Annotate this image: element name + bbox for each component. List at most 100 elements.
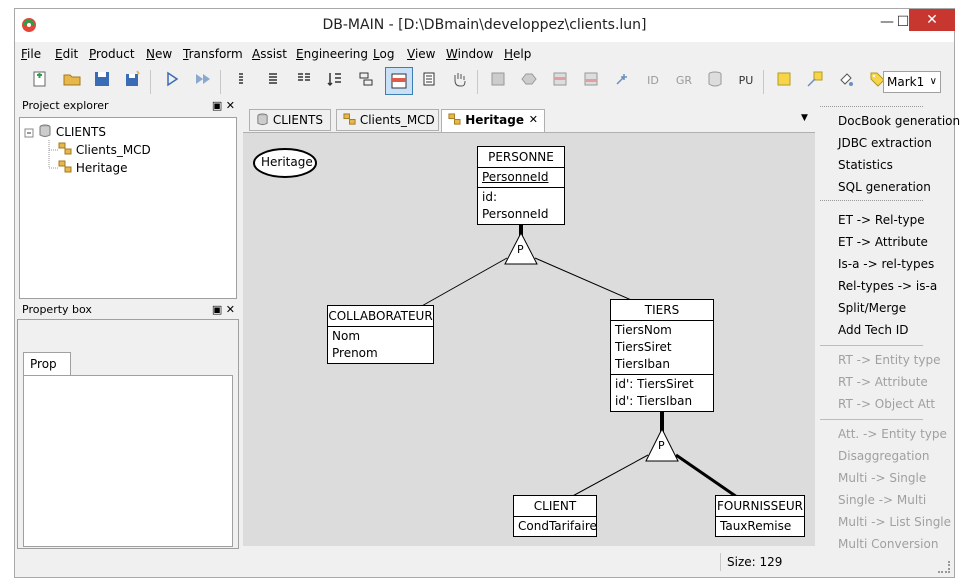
entity-name: CLIENT: [514, 496, 596, 517]
multi-to-single-button[interactable]: Multi -> Single: [838, 471, 927, 485]
new-group-button[interactable]: GR: [675, 74, 693, 87]
jdbc-extraction-button[interactable]: JDBC extraction: [838, 136, 932, 150]
new-id-button[interactable]: ID: [647, 74, 659, 87]
entity-attribute: TiersSiret: [615, 340, 672, 354]
menu-product[interactable]: Product: [89, 47, 135, 61]
new-pu-button[interactable]: PU: [738, 74, 754, 87]
entity-identifier: id': TiersSiret: [615, 377, 694, 391]
rt-to-entity-type-button[interactable]: RT -> Entity type: [838, 353, 941, 367]
toolbar: ID GR PU: [15, 66, 954, 98]
new-collection-icon[interactable]: [704, 70, 726, 92]
text-lines-icon[interactable]: [262, 70, 284, 92]
panel-separator: [820, 419, 923, 420]
entity-personne[interactable]: PERSONNE PersonneId id: PersonneId: [477, 146, 565, 225]
pane-buttons[interactable]: ▣ ✕: [211, 99, 235, 112]
rel-types-to-is-a-button[interactable]: Rel-types -> is-a: [838, 279, 938, 293]
property-box-header: Property box ▣ ✕: [17, 301, 239, 319]
menu-assist[interactable]: Assist: [252, 47, 288, 61]
new-entity-icon[interactable]: [487, 70, 509, 92]
sort-icon[interactable]: [324, 70, 346, 92]
entity-attribute: Nom: [332, 329, 361, 343]
entity-attribute: TiersIban: [615, 357, 670, 371]
sql-generation-button[interactable]: SQL generation: [838, 180, 931, 194]
schema-label: Heritage: [261, 155, 313, 169]
new-role-icon[interactable]: [611, 70, 633, 92]
multi-conversion-button[interactable]: Multi Conversion: [838, 537, 939, 548]
disaggregation-button[interactable]: Disaggregation: [838, 449, 930, 463]
fast-forward-icon[interactable]: [192, 70, 214, 92]
entity-collaborateur[interactable]: COLLABORATEUR Nom Prenom: [327, 305, 434, 364]
new-processing-unit-icon[interactable]: [580, 70, 602, 92]
tree-lines: [24, 128, 59, 169]
transform-panel: DocBook generation JDBC extraction Stati…: [818, 106, 960, 548]
align-left-icon[interactable]: [231, 70, 253, 92]
tree-node-label: CLIENTS: [55, 125, 106, 139]
resize-grip-icon[interactable]: [938, 561, 950, 573]
new-rel-type-icon[interactable]: [518, 70, 540, 92]
multi-to-list-single-button[interactable]: Multi -> List Single: [838, 515, 952, 529]
menu-edit[interactable]: Edit: [55, 47, 79, 61]
panel-grip: [820, 106, 923, 110]
menu-engineering[interactable]: Engineering: [296, 47, 369, 61]
chevron-down-icon: ∨: [929, 76, 937, 87]
hand-tool-icon[interactable]: [448, 70, 470, 92]
pane-buttons[interactable]: ▣ ✕: [211, 303, 235, 316]
tree-node-clients-mcd[interactable]: Clients_MCD: [58, 142, 151, 157]
att-to-entity-type-button[interactable]: Att. -> Entity type: [838, 427, 947, 441]
diagram-canvas[interactable]: Heritage P P PERSONNE PersonneId id: Per…: [243, 132, 815, 546]
menu-new[interactable]: New: [146, 47, 173, 61]
schema-icon: [448, 112, 461, 125]
link-note-icon[interactable]: [804, 70, 826, 92]
tab-prop[interactable]: Prop: [23, 352, 71, 376]
close-icon[interactable]: ✕: [528, 113, 538, 126]
statistics-button[interactable]: Statistics: [838, 158, 893, 172]
tab-heritage[interactable]: Heritage ✕: [441, 109, 545, 132]
et-to-attribute-button[interactable]: ET -> Attribute: [838, 235, 928, 249]
tab-list-dropdown-icon[interactable]: ▼: [801, 113, 808, 123]
menu-file[interactable]: File: [21, 47, 42, 61]
rt-to-object-att-button[interactable]: RT -> Object Att: [838, 397, 936, 411]
is-a-to-rel-types-button[interactable]: Is-a -> rel-types: [838, 257, 935, 271]
save-all-icon[interactable]: [122, 70, 144, 92]
tab-clients[interactable]: CLIENTS: [249, 109, 331, 131]
tree-node-heritage[interactable]: Heritage: [58, 160, 128, 175]
docbook-generation-button[interactable]: DocBook generation: [838, 114, 961, 128]
entity-name: TIERS: [611, 300, 713, 321]
single-to-multi-button[interactable]: Single -> Multi: [838, 493, 927, 507]
open-folder-icon[interactable]: [61, 70, 83, 92]
et-to-rel-type-button[interactable]: ET -> Rel-type: [838, 213, 925, 227]
graph-view-icon[interactable]: [355, 70, 377, 92]
entity-fournisseur[interactable]: FOURNISSEUR TauxRemise: [715, 495, 805, 537]
entity-tiers[interactable]: TIERS TiersNom TiersSiret TiersIban id':…: [610, 299, 714, 412]
menu-log[interactable]: Log: [373, 47, 395, 61]
tab-label: Heritage: [465, 113, 524, 127]
new-project-icon[interactable]: [29, 70, 51, 92]
tab-clients-mcd[interactable]: Clients_MCD: [336, 109, 439, 131]
minimize-button[interactable]: —: [880, 14, 894, 30]
note-icon[interactable]: [773, 70, 795, 92]
columns-icon[interactable]: [293, 70, 315, 92]
schema-icon: [343, 112, 356, 125]
entity-attribute: TauxRemise: [720, 519, 792, 533]
paint-icon[interactable]: [835, 70, 857, 92]
close-button[interactable]: ✕: [909, 9, 955, 31]
new-attribute-icon[interactable]: [549, 70, 571, 92]
toolbar-separator: [150, 70, 151, 94]
tree-node-clients[interactable]: CLIENTS: [38, 124, 106, 139]
split-merge-button[interactable]: Split/Merge: [838, 301, 907, 315]
entity-attribute: PersonneId: [482, 170, 549, 184]
add-tech-id-button[interactable]: Add Tech ID: [838, 323, 909, 337]
entity-view-icon[interactable]: [385, 67, 413, 95]
rt-to-attribute-button[interactable]: RT -> Attribute: [838, 375, 928, 389]
compact-view-icon[interactable]: [418, 70, 440, 92]
menu-view[interactable]: View: [407, 47, 436, 61]
maximize-button[interactable]: ☐: [896, 14, 910, 30]
menu-window[interactable]: Window: [446, 47, 494, 61]
menu-help[interactable]: Help: [504, 47, 532, 61]
entity-client[interactable]: CLIENT CondTarifaire: [513, 495, 597, 537]
tag-icon[interactable]: [866, 70, 888, 92]
play-icon[interactable]: [161, 70, 183, 92]
mark-select[interactable]: Mark1∨: [883, 71, 941, 93]
menu-transform[interactable]: Transform: [183, 47, 243, 61]
save-icon[interactable]: [91, 70, 113, 92]
